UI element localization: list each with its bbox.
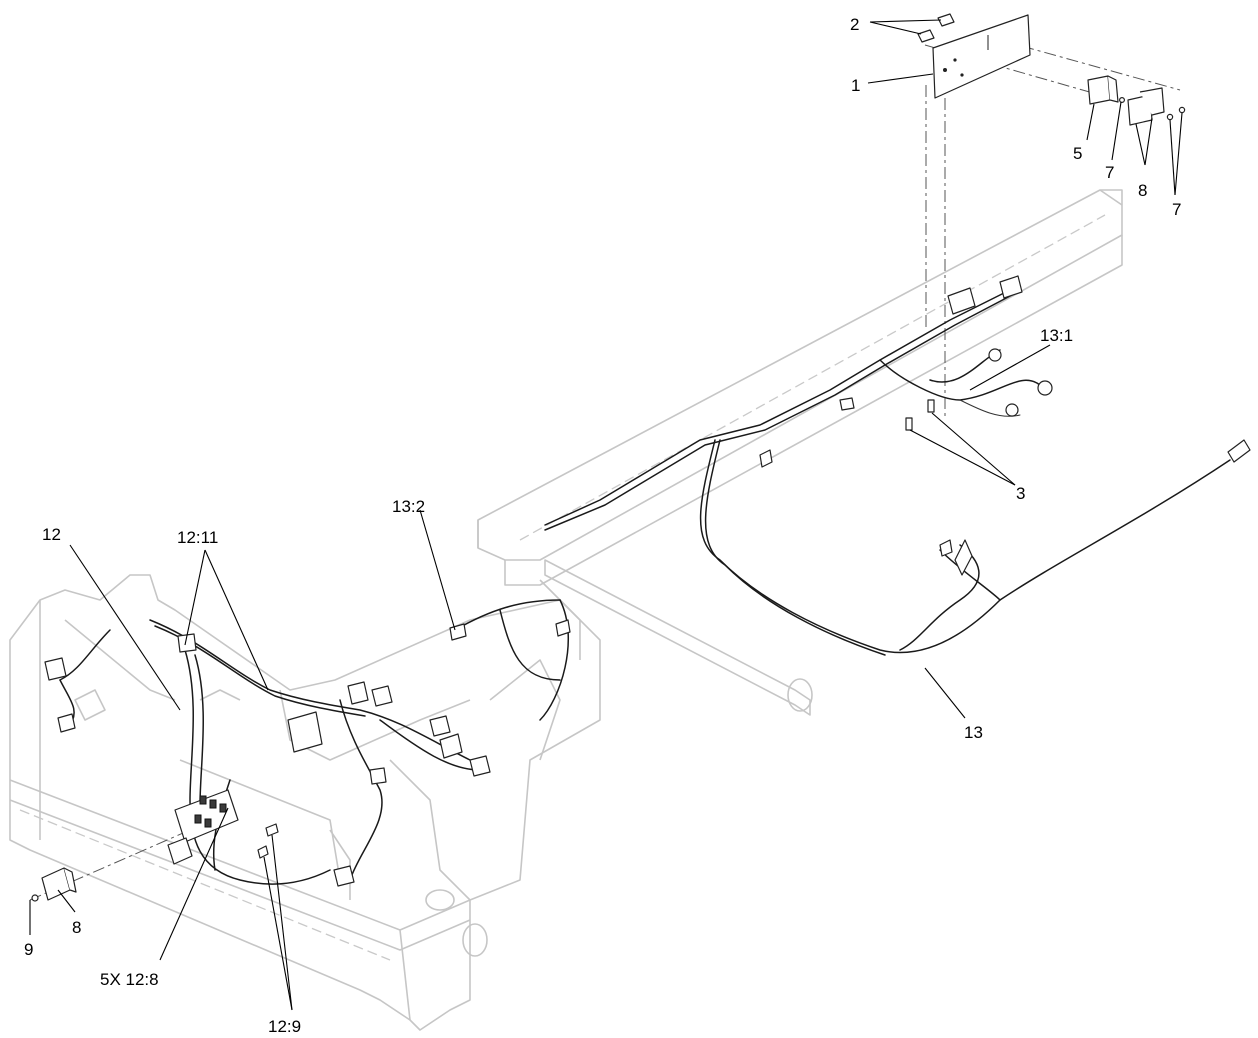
- frame-front-assembly: [9, 574, 601, 1031]
- clip-nut-left: [917, 29, 935, 43]
- callout-1: 1: [851, 76, 860, 95]
- callout-12-9: 12:9: [268, 1017, 301, 1036]
- callout-7-upper: 7: [1105, 163, 1114, 182]
- mounting-plate: [932, 14, 1031, 99]
- callout-5x-12-8: 5X 12:8: [100, 970, 159, 989]
- callout-8-upper: 8: [1138, 181, 1147, 200]
- callout-12: 12: [42, 525, 61, 544]
- frame-cross-tube: [539, 559, 813, 716]
- callout-5: 5: [1073, 144, 1082, 163]
- callout-13-1: 13:1: [1040, 326, 1073, 345]
- relay-lower: [41, 867, 77, 901]
- callout-7-right: 7: [1172, 200, 1181, 219]
- callout-3: 3: [1016, 484, 1025, 503]
- callout-13: 13: [964, 723, 983, 742]
- callout-12-11: 12:11: [177, 528, 218, 547]
- screw-frame-pair: [905, 399, 935, 431]
- clip-nut-right: [937, 13, 955, 27]
- leader-lines: [29, 19, 1183, 1011]
- relay-upper-pair: [1118, 87, 1165, 126]
- screw-lower-left: [31, 894, 39, 902]
- screw-upper-right: [1166, 106, 1186, 121]
- center-lines: [29, 39, 1181, 901]
- callout-9: 9: [24, 940, 33, 959]
- harness-rear: [544, 275, 1251, 656]
- cable-tie-clips: [257, 823, 279, 859]
- fuse-block: [167, 789, 239, 865]
- callout-2: 2: [850, 15, 859, 34]
- callout-13-2: 13:2: [392, 497, 425, 516]
- callout-8-lower: 8: [72, 918, 81, 937]
- relay-upper-single: [1087, 75, 1119, 105]
- frame-main-rail: [477, 189, 1123, 586]
